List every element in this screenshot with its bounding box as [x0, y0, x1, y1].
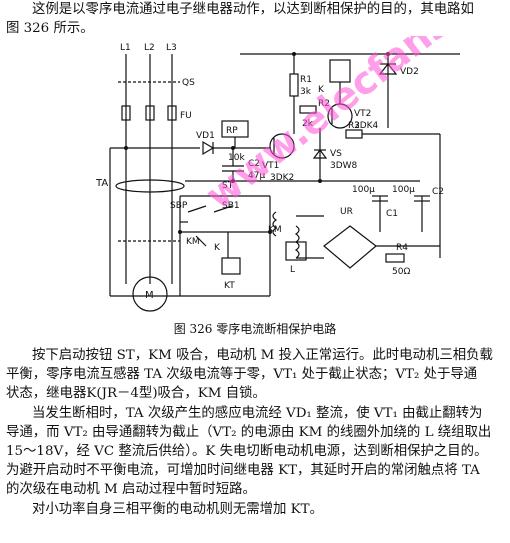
label-vt2-type: 3DK4 [354, 121, 379, 131]
label-vt1: VT1 [262, 161, 279, 171]
label-c1: C1 [386, 209, 398, 219]
body-line-4: 当发生断相时，TA 次级产生的感应电流经 VD₁ 整流，使 VT₁ 由截止翻转为 [32, 406, 483, 421]
label-km-coil: KM [268, 225, 282, 235]
body-line-3: 状态，继电器K(JR－4型)吸合，KM 自锁。 [6, 386, 266, 401]
label-k: K [318, 85, 325, 95]
label-kt: KT [224, 281, 235, 291]
label-sbp: SBP [170, 201, 188, 211]
label-m: M [145, 290, 154, 301]
label-c3: C2 [432, 187, 444, 197]
body-line-2: 平衡，零序电流互感器 TA 次级电流等于零，VT₁ 处于截止状态；VT₂ 处于导… [6, 367, 478, 382]
label-ta: TA [95, 178, 108, 189]
label-vs-type: 3DW8 [330, 161, 358, 171]
label-km: KM [186, 237, 200, 247]
label-ur: UR [340, 207, 353, 217]
label-vt2: VT2 [354, 109, 371, 119]
label-r1-val: 3k [300, 87, 312, 97]
label-c3-val: 100μ [392, 185, 415, 195]
circuit-diagram: L1 L2 L3 QS FU TA KM M VD1 RP 10k C2 47μ… [95, 36, 510, 312]
figure-caption: 图 326 零序电流断相保护电路 [173, 322, 337, 336]
label-r4-val: 50Ω [392, 267, 410, 277]
label-r2-top: R2 [318, 99, 330, 109]
label-l2: L2 [144, 43, 155, 53]
label-l3: L3 [166, 43, 177, 53]
label-c2: C2 [248, 159, 260, 169]
label-vd2: VD2 [400, 67, 419, 77]
label-r1: R1 [300, 75, 312, 85]
body-line-7: 为避开启动时不平衡电流，可增加时间继电器 KT，其延时开启的常闭触点将 TA [6, 463, 480, 478]
body-line-8: 的次级在电动机 M 启动过程中暂时短路。 [6, 482, 256, 497]
label-st: ST [222, 181, 234, 191]
label-vd1: VD1 [196, 131, 215, 141]
label-k-contact: K [214, 243, 221, 253]
label-qs: QS [182, 78, 195, 88]
label-fu: FU [180, 111, 192, 121]
body-line-6: 15～18V，经 VC 整流后供给）。K 失电切断电动机电源，达到断相保护之目的… [6, 444, 488, 459]
label-rp-val: 10k [228, 153, 245, 163]
label-sb1: SB1 [222, 201, 240, 211]
label-c2-val: 47μ [248, 171, 265, 181]
label-vs: VS [330, 149, 342, 159]
label-r4: R4 [396, 243, 408, 253]
body-line-5: 导通，而 VT₂ 由导通翻转为截止（VT₂ 的电源由 KM 的线圈外加绕的 L … [6, 425, 492, 440]
body-line-1: 按下启动按钮 ST，KM 吸合，电动机 M 投入正常运行。此时电动机三相负载 [32, 348, 493, 363]
body-line-9: 对小功率自身三相平衡的电动机则无需增加 KT。 [32, 502, 324, 517]
label-r2-top-val: 2k [302, 119, 314, 129]
label-c1-val: 100μ [352, 185, 375, 195]
label-rp: RP [226, 126, 238, 136]
label-r2: R2 [348, 121, 360, 131]
label-l1: L1 [120, 43, 131, 53]
intro-line-2: 图 326 所示。 [6, 21, 94, 36]
label-vt1-type: 3DK2 [270, 173, 294, 183]
intro-line-1: 这例是以零序电流通过电子继电器动作，以达到断相保护的目的，其电路如 [32, 2, 474, 17]
label-l: L [290, 265, 295, 275]
